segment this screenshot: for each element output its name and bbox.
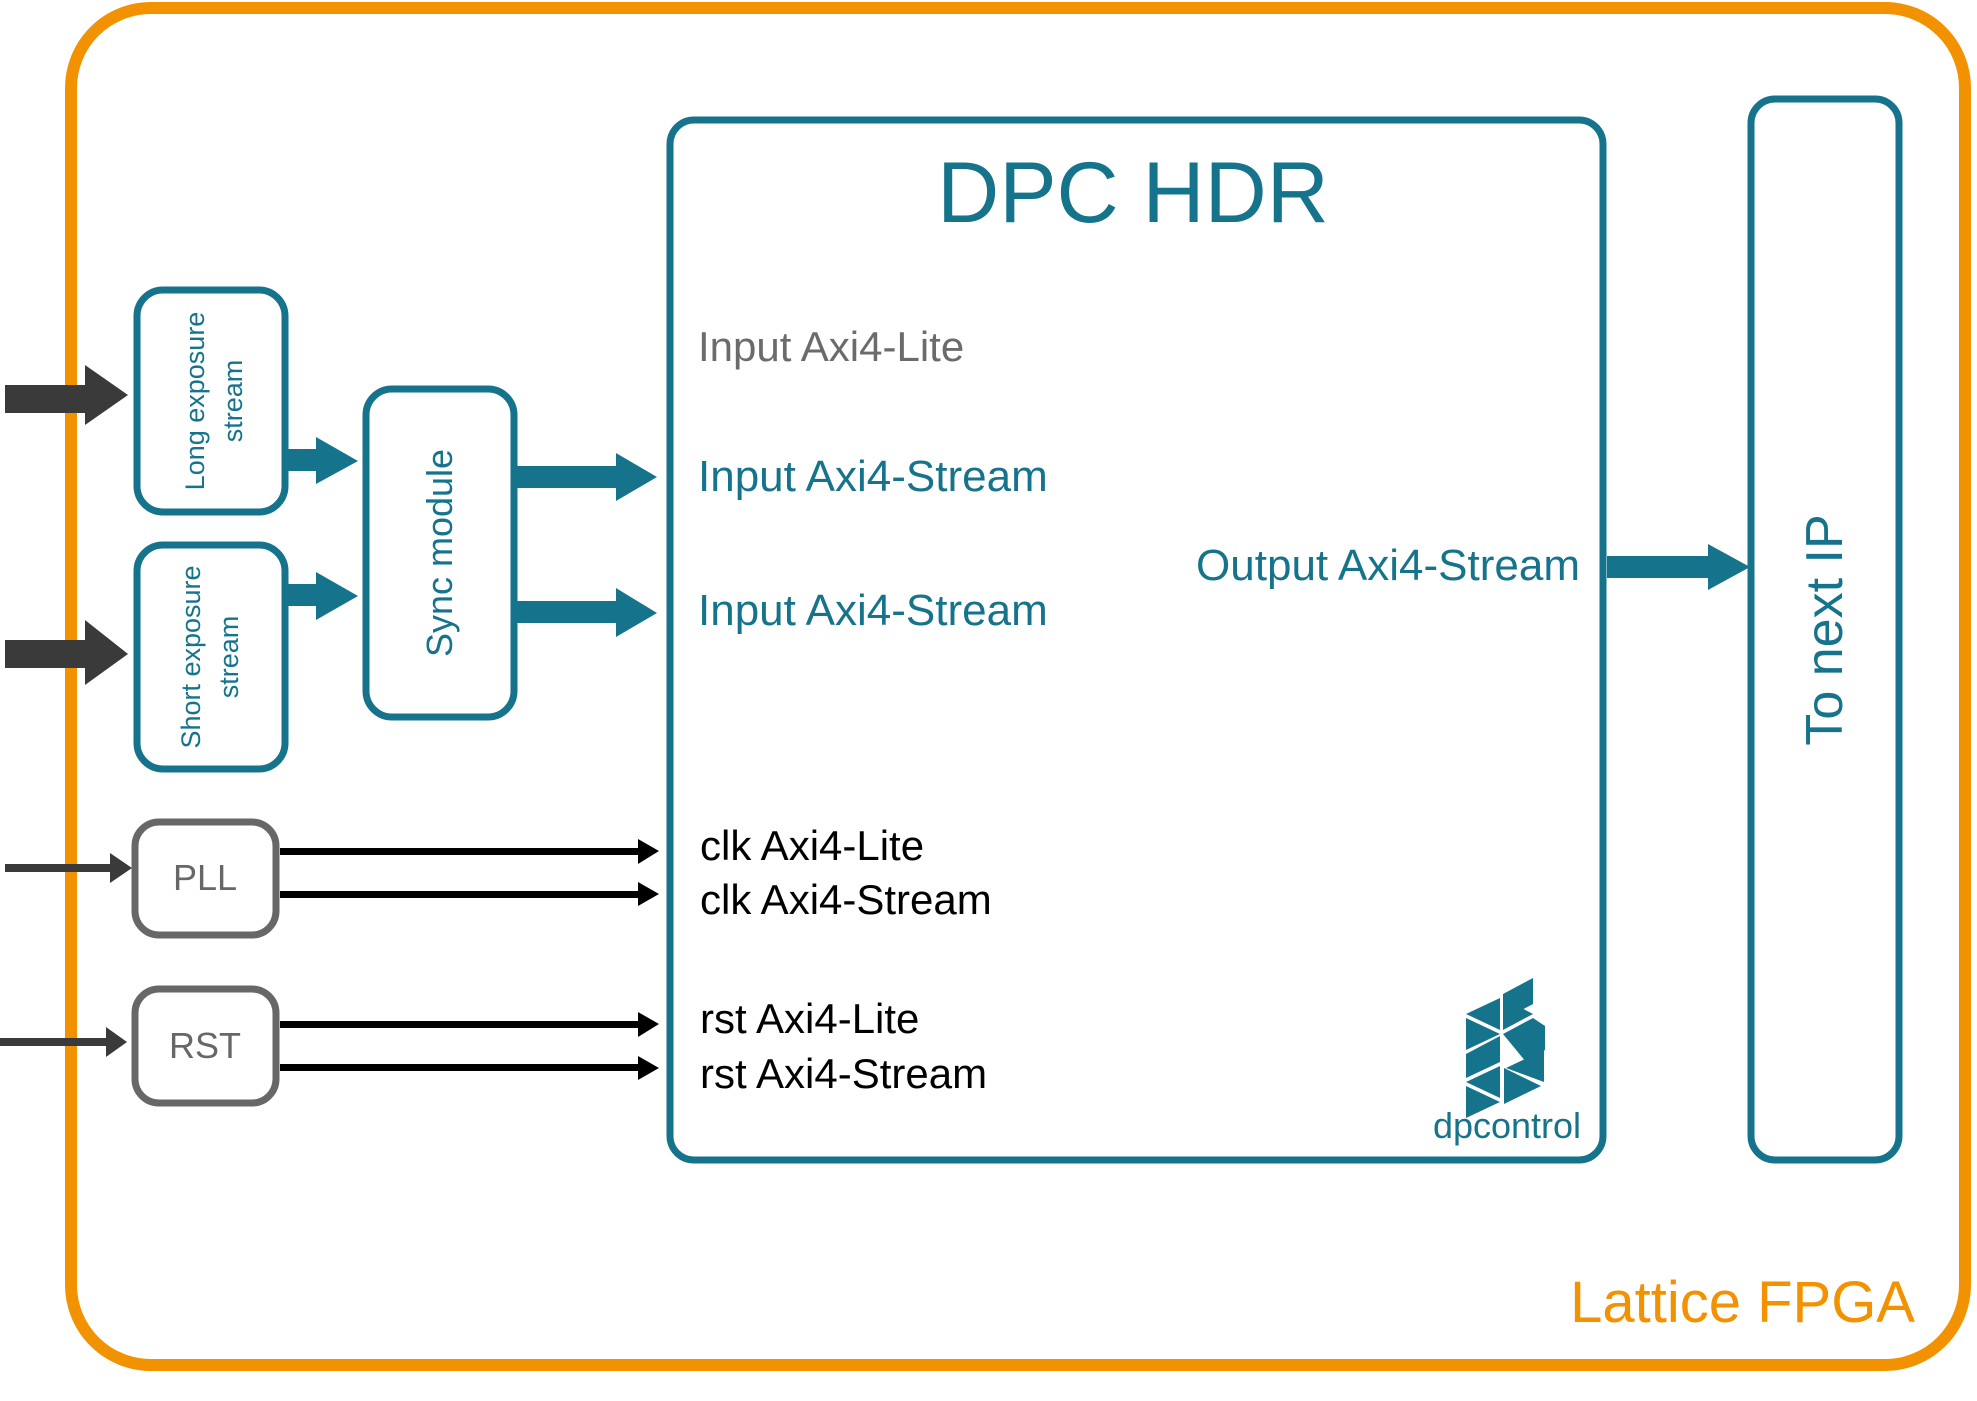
port-rst-axi4-stream: rst Axi4-Stream (700, 1050, 987, 1097)
short-to-sync-arrow (288, 572, 358, 620)
external-input-arrow-short (5, 620, 128, 685)
next-ip-block[interactable]: To next IP (1747, 95, 1903, 1164)
pll-block[interactable]: PLL (131, 818, 280, 939)
dpcontrol-logo-icon (1466, 978, 1545, 1118)
long-to-sync-arrow (288, 437, 358, 484)
port-rst-axi4-lite: rst Axi4-Lite (700, 995, 919, 1042)
external-input-arrow-long (5, 365, 128, 425)
sync-to-dpc-stream-arrow-2 (516, 588, 657, 637)
rst-label: RST (169, 1025, 241, 1066)
rst-block[interactable]: RST (131, 985, 280, 1107)
dpc-hdr-title: DPC HDR (937, 145, 1329, 241)
port-input-axi4-stream-1: Input Axi4-Stream (698, 452, 1048, 501)
fpga-boundary (65, 2, 1971, 1371)
external-input-arrow-pll (5, 853, 132, 883)
port-input-axi4-stream-2: Input Axi4-Stream (698, 586, 1048, 635)
port-output-axi4-stream: Output Axi4-Stream (1196, 541, 1580, 590)
next-ip-label: To next IP (1796, 514, 1854, 745)
short-exposure-stream-block[interactable]: Short exposure stream (133, 541, 289, 773)
port-clk-axi4-stream: clk Axi4-Stream (700, 876, 992, 923)
short-exposure-label-line2: stream (214, 616, 244, 699)
dpcontrol-logo-text: dpcontrol (1433, 1105, 1581, 1146)
long-exposure-stream-block[interactable]: Long exposure stream (133, 286, 289, 516)
rst-lite-arrow (280, 1012, 659, 1037)
external-input-arrow-rst (0, 1027, 127, 1057)
short-exposure-label-line1: Short exposure (176, 565, 206, 748)
sync-module-label: Sync module (419, 449, 460, 657)
long-exposure-label-line1: Long exposure (180, 312, 210, 491)
clk-lite-arrow (280, 839, 659, 864)
output-stream-arrow (1607, 544, 1750, 590)
port-clk-axi4-lite: clk Axi4-Lite (700, 822, 924, 869)
port-input-axi4-lite: Input Axi4-Lite (698, 323, 964, 370)
sync-to-dpc-stream-arrow-1 (516, 453, 657, 501)
sync-module-block[interactable]: Sync module (362, 385, 518, 721)
pll-label: PLL (173, 857, 237, 898)
long-exposure-label-line2: stream (218, 360, 248, 443)
clk-stream-arrow (280, 882, 659, 906)
rst-stream-arrow (280, 1056, 659, 1080)
dpc-hdr-block[interactable]: DPC HDR Input Axi4-Lite Input Axi4-Strea… (666, 116, 1607, 1164)
fpga-label: Lattice FPGA (1570, 1270, 1915, 1335)
